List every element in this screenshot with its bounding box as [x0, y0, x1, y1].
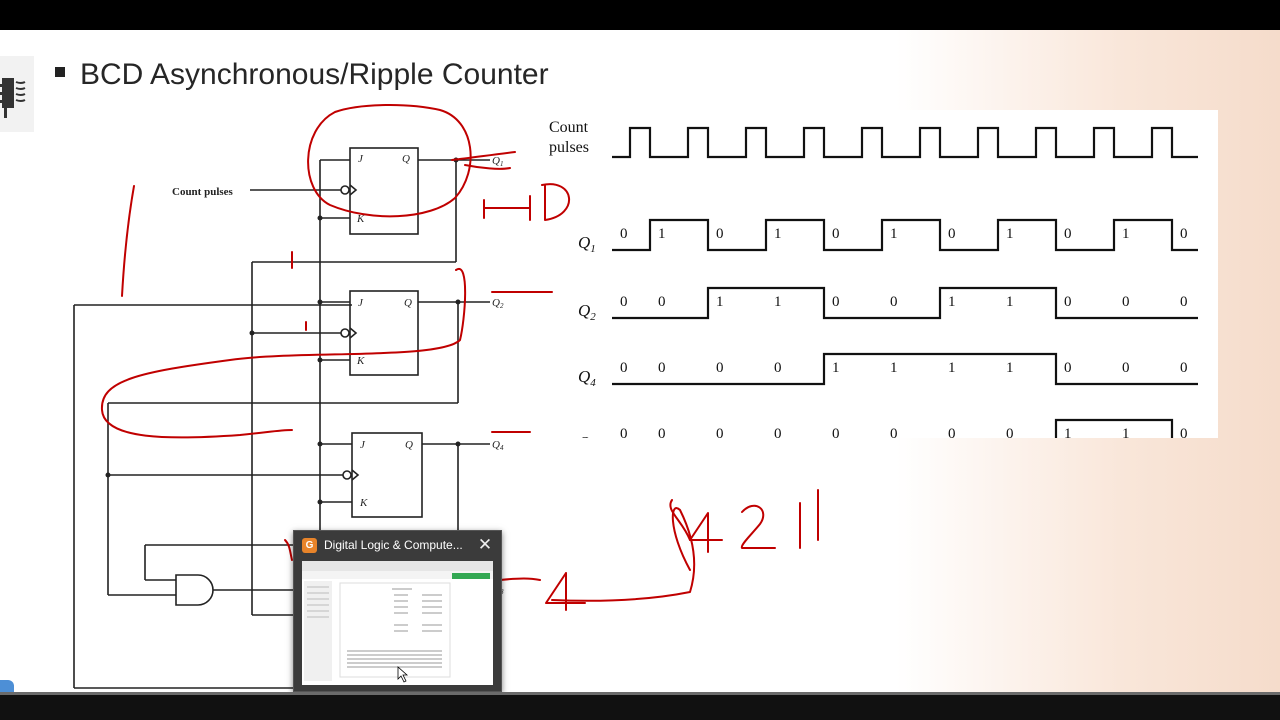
- bit-label-q8-8: 1: [1064, 426, 1072, 438]
- title-bullet: [55, 67, 65, 77]
- taskbar-shield-icon[interactable]: [0, 680, 14, 692]
- row-label-q4: Q4: [578, 367, 596, 389]
- ff1-j-label: J: [358, 153, 364, 165]
- ff2-j-label: J: [358, 297, 364, 309]
- window-thumbnail[interactable]: [302, 561, 493, 685]
- bit-label-q2-9: 0: [1122, 294, 1130, 310]
- ff2-k-label: K: [356, 355, 365, 367]
- bottom-bar: [0, 692, 1280, 720]
- bit-label-q8-7: 0: [1006, 426, 1014, 438]
- bit-label-q2-6: 1: [948, 294, 956, 310]
- app-icon: G: [302, 537, 317, 553]
- bit-label-q4-2: 0: [716, 360, 724, 376]
- bit-label-q8-6: 0: [948, 426, 956, 438]
- slide-title: BCD Asynchronous/Ripple Counter: [80, 58, 549, 91]
- popup-titlebar[interactable]: G Digital Logic & Compute... ✕: [294, 531, 501, 559]
- bit-label-q2-3: 1: [774, 294, 782, 310]
- bit-label-q1-9: 1: [1122, 226, 1130, 242]
- bit-label-q2-2: 1: [716, 294, 724, 310]
- out-q2-label: Q2: [492, 297, 504, 310]
- bit-label-q1-5: 1: [890, 226, 898, 242]
- bit-label-q8-9: 1: [1122, 426, 1130, 438]
- row-label-q8: Q8: [578, 433, 596, 438]
- bit-label-q1-3: 1: [774, 226, 782, 242]
- bit-label-q4-4: 1: [832, 360, 840, 376]
- bit-label-q8-1: 0: [658, 426, 666, 438]
- bit-label-q1-8: 0: [1064, 226, 1072, 242]
- bit-label-q1-0: 0: [620, 226, 628, 242]
- ff3-j-label: J: [360, 439, 366, 451]
- window-preview-popup[interactable]: G Digital Logic & Compute... ✕: [293, 530, 502, 692]
- bit-label-q1-6: 0: [948, 226, 956, 242]
- bit-label-q8-5: 0: [890, 426, 898, 438]
- bit-label-q8-10: 0: [1180, 426, 1188, 438]
- bit-label-q4-1: 0: [658, 360, 666, 376]
- bit-label-q2-5: 0: [890, 294, 898, 310]
- bit-label-q8-4: 0: [832, 426, 840, 438]
- bit-label-q1-10: 0: [1180, 226, 1188, 242]
- bit-label-q2-1: 0: [658, 294, 666, 310]
- and-gate: [175, 574, 214, 606]
- slide: BCD Asynchronous/Ripple Counter: [0, 30, 1280, 692]
- ff1-k-label: K: [356, 213, 365, 225]
- bit-label-q1-7: 1: [1006, 226, 1014, 242]
- bit-label-q2-4: 0: [832, 294, 840, 310]
- bit-label-q4-10: 0: [1180, 360, 1188, 376]
- row-label-q1: Q1: [578, 233, 596, 255]
- timing-pulses-label: pulses: [549, 139, 589, 156]
- bit-label-q4-9: 0: [1122, 360, 1130, 376]
- bit-label-q4-8: 0: [1064, 360, 1072, 376]
- chip-logo-icon: [0, 56, 34, 132]
- bit-label-q8-3: 0: [774, 426, 782, 438]
- ff1-q-label: Q: [402, 153, 410, 165]
- bit-label-q1-2: 0: [716, 226, 724, 242]
- clock-waveform: [612, 126, 1198, 159]
- bit-label-q1-1: 1: [658, 226, 666, 242]
- bit-label-q1-4: 0: [832, 226, 840, 242]
- bit-label-q4-3: 0: [774, 360, 782, 376]
- timing-count-label: Count: [549, 119, 589, 136]
- top-black-bar: [0, 0, 1280, 30]
- waveform-q8: [1054, 418, 1174, 438]
- bit-label-q4-5: 1: [890, 360, 898, 376]
- waveform-q4: [612, 352, 1198, 386]
- bit-label-q2-8: 0: [1064, 294, 1072, 310]
- waveform-q2: [612, 286, 1198, 320]
- ff3-k-label: K: [359, 497, 368, 509]
- bit-label-q4-7: 1: [1006, 360, 1014, 376]
- waveform-q1: [612, 218, 1198, 252]
- count-pulses-label: Count pulses: [172, 186, 234, 198]
- row-label-q2: Q2: [578, 301, 596, 323]
- popup-title: Digital Logic & Compute...: [324, 538, 463, 552]
- bit-label-q8-0: 0: [620, 426, 628, 438]
- ff2-q-label: Q: [404, 297, 412, 309]
- out-q1-label: Q1: [492, 155, 503, 168]
- cursor-icon: [397, 666, 409, 683]
- ff3-q-label: Q: [405, 439, 413, 451]
- out-q4-label: Q4: [492, 439, 504, 452]
- bit-label-q2-0: 0: [620, 294, 628, 310]
- bit-label-q8-2: 0: [716, 426, 724, 438]
- bit-label-q4-6: 1: [948, 360, 956, 376]
- bit-label-q2-7: 1: [1006, 294, 1014, 310]
- bit-label-q2-10: 0: [1180, 294, 1188, 310]
- close-icon[interactable]: ✕: [477, 535, 493, 554]
- bit-label-q4-0: 0: [620, 360, 628, 376]
